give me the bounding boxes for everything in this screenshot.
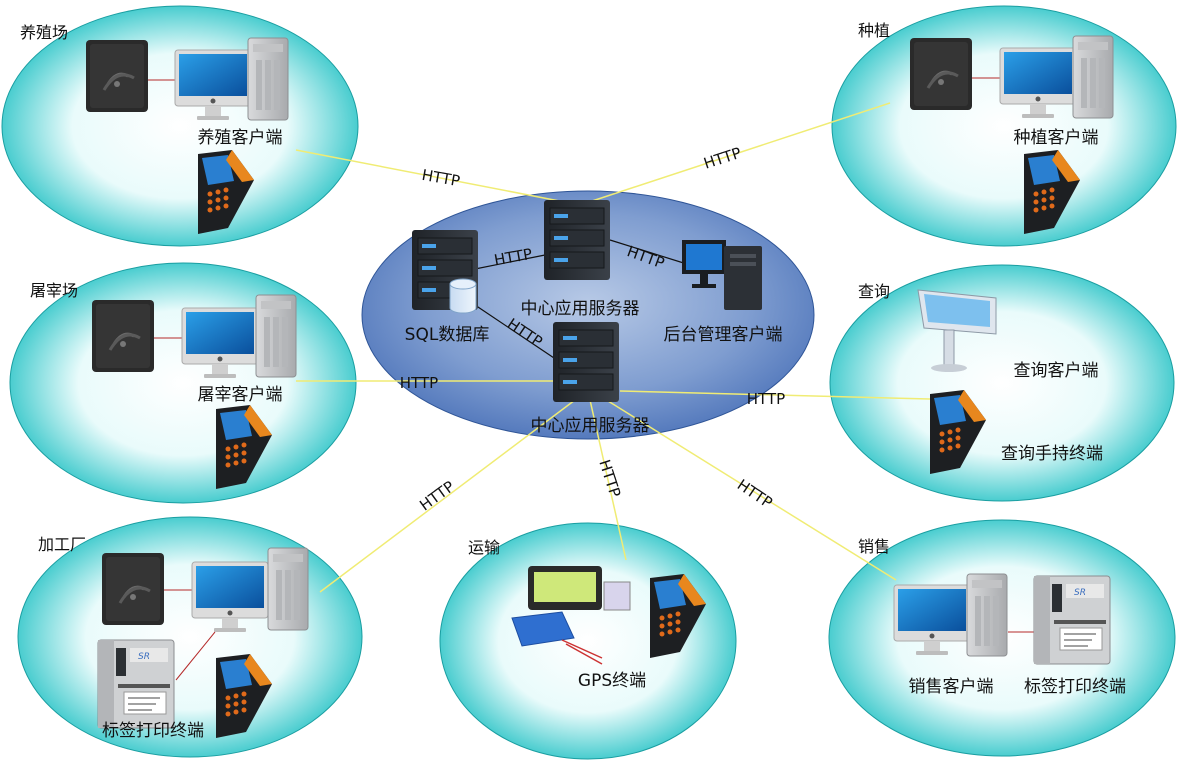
center-server-top-label: 中心应用服务器 [521,299,640,319]
sales-devices [893,573,1111,665]
sales-printer-label: 标签打印终端 [1024,677,1126,697]
zone-title-processing: 加工厂 [38,535,86,554]
computer-tower-icon [255,294,297,378]
http-label-sales: HTTP [734,476,776,512]
center-server-bottom-label: 中心应用服务器 [531,416,650,436]
http-label-planting: HTTP [701,144,743,173]
label-printer-icon [97,639,175,729]
slaughter-devices [90,294,297,489]
link-planting [579,102,891,206]
query-devices [917,289,997,474]
zone-title-breeding: 养殖场 [20,23,68,42]
kiosk-icon [917,289,997,372]
transport-gps-label: GPS终端 [578,671,646,691]
rfid-reader-icon [100,551,166,627]
computer-tower-icon [247,37,289,121]
link-breeding [295,149,581,206]
breeding-devices [84,37,289,234]
planting-client-label: 种植客户端 [1014,128,1099,148]
rfid-reader-icon [908,36,974,112]
database-cylinder-icon [449,278,477,314]
zone-breeding [1,5,359,247]
computer-tower-icon [966,573,1008,657]
query-client-label: 查询客户端 [1014,361,1099,381]
center-database-label: SQL数据库 [405,325,490,345]
zone-title-slaughter: 屠宰场 [30,281,78,300]
link-processing [319,399,576,593]
http-label-breeding: HTTP [420,166,461,190]
center-admin-label: 后台管理客户端 [664,325,783,345]
sales-client-label: 销售客户端 [909,677,994,697]
zone-title-transport: 运输 [468,538,500,557]
gps-terminal-icon [511,566,631,665]
transport-devices [511,566,706,665]
http-label-slaughter: HTTP [400,374,438,392]
planting-devices [908,35,1114,234]
zone-title-planting: 种植 [858,21,890,40]
zone-planting [831,5,1177,247]
link-sales [599,395,897,581]
app-server-icon [543,199,611,281]
rfid-reader-icon [90,298,156,374]
processing-devices [97,547,309,738]
zone-title-query: 查询 [858,282,890,301]
breeding-client-label: 养殖客户端 [198,128,283,148]
http-label-query: HTTP [747,390,785,408]
query-handheld-label: 查询手持终端 [1001,444,1103,464]
admin-workstation-icon [682,240,762,310]
app-server-icon [552,321,620,403]
link-transport [589,399,627,561]
zone-title-sales: 销售 [858,537,890,556]
internal-links [469,239,691,363]
http-label-transport: HTTP [595,457,624,499]
label-printer-icon [1033,575,1111,665]
rfid-reader-icon [84,38,150,114]
slaughter-client-label: 屠宰客户端 [198,385,283,405]
http-links [295,102,931,593]
zone-transport [439,522,737,760]
computer-tower-icon [267,547,309,631]
http-label-processing: HTTP [416,477,458,514]
link-query [619,390,931,400]
processing-printer-label: 标签打印终端 [102,721,204,741]
zone-query [829,264,1175,502]
center-devices [411,199,762,403]
computer-tower-icon [1072,35,1114,119]
